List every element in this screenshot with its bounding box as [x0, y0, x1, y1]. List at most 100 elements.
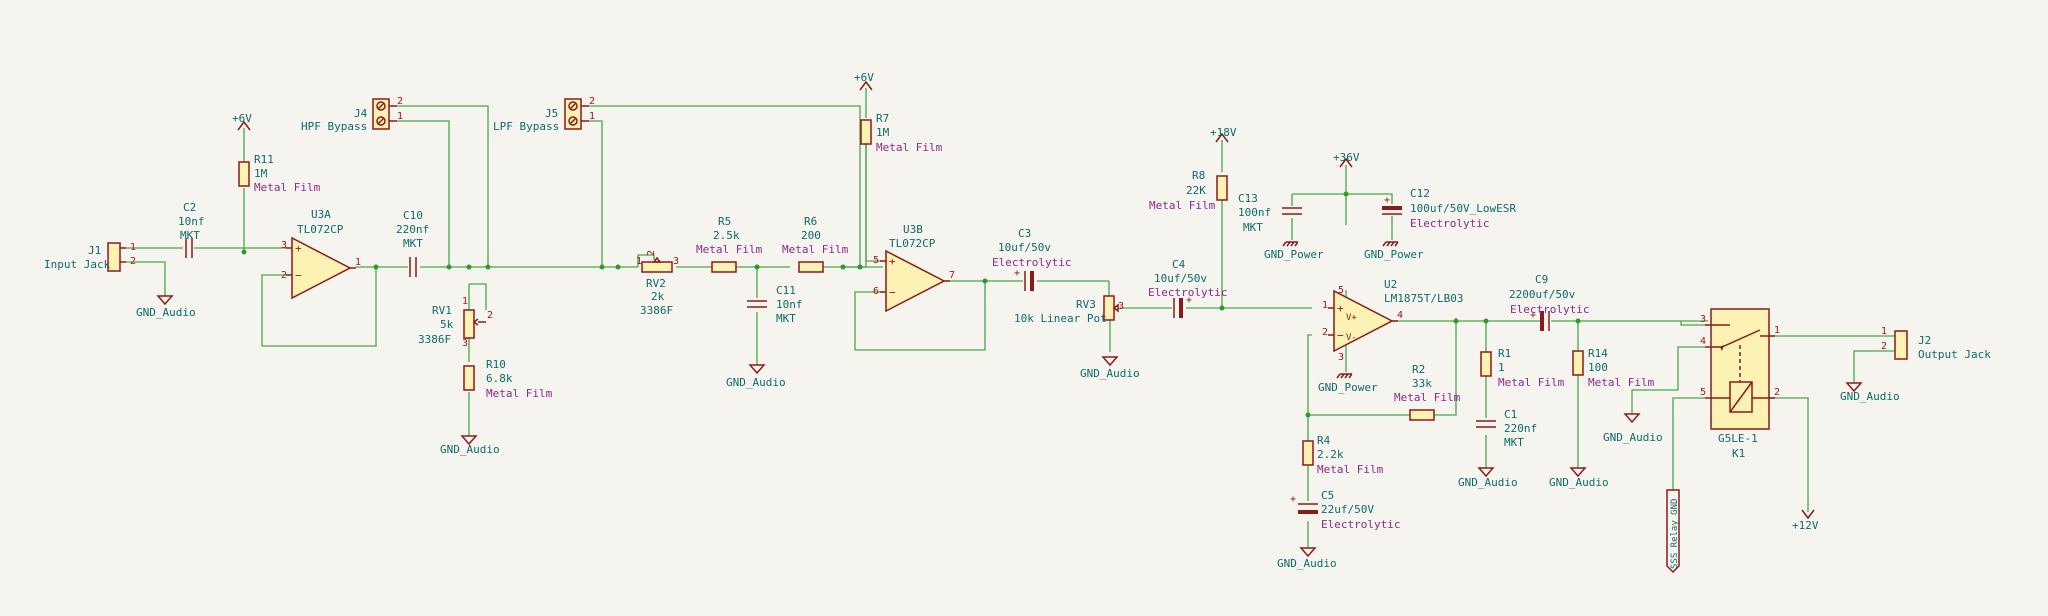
opamp-u3b[interactable]: + − U3B TL072CP 5 6 7 [873, 223, 955, 313]
gnd-audio-symbol: GND_Audio [1277, 547, 1337, 570]
resistor-r2[interactable]: R2 33k Metal Film [1394, 363, 1461, 421]
resistor-r4[interactable]: R4 2.2k Metal Film [1302, 434, 1384, 476]
j5-ref: J5 [545, 107, 558, 120]
resistor-r7[interactable]: R7 1M Metal Film [860, 112, 943, 154]
connector-j1[interactable]: J1 Input Jack 1 2 [44, 242, 136, 272]
capacitor-c5[interactable]: + C5 22uf/50V Electrolytic [1290, 489, 1400, 531]
relay-k1[interactable]: G5LE-1 K1 3 4 5 1 2 [1700, 308, 1780, 460]
r6-ref: R6 [804, 215, 817, 228]
pin-number: 1 [355, 257, 361, 268]
gnd-audio-symbol: GND_Audio [136, 295, 196, 319]
r14-value: 100 [1588, 361, 1608, 374]
junction [446, 264, 452, 270]
opamp-u3a[interactable]: + − U3A TL072CP 3 2 1 [281, 208, 361, 300]
net-label-sss-relay-gnd: SSS_Relay_GND [1666, 489, 1680, 574]
power-plus12v: +12V [1792, 509, 1819, 532]
pin-number: 2 [1322, 327, 1328, 338]
junction [615, 264, 621, 270]
capacitor-c10[interactable]: C10 220nf MKT [396, 209, 429, 277]
k1-ref: K1 [1732, 447, 1745, 460]
c5-footprint: Electrolytic [1321, 518, 1400, 531]
pin-number: 1 [1881, 326, 1887, 337]
pin-number: 2 [487, 310, 493, 321]
capacitor-c3[interactable]: + C3 10uf/50v Electrolytic [992, 227, 1071, 291]
u2-ref: U2 [1384, 278, 1397, 291]
u2-value: LM1875T/LB03 [1384, 292, 1463, 305]
j5-value: LPF Bypass [493, 120, 559, 133]
svg-text:+: + [295, 242, 302, 255]
gnd-audio-symbol: GND_Audio [1603, 413, 1663, 444]
svg-text:GND_Audio: GND_Audio [440, 443, 500, 456]
c2-value: 10nf [178, 215, 205, 228]
gnd-audio-symbol: GND_Audio [1549, 467, 1609, 489]
c5-ref: C5 [1321, 489, 1334, 502]
capacitor-c12[interactable]: + C12 100uf/50V_LowESR Electrolytic [1382, 187, 1516, 230]
gnd-audio-symbol: GND_Audio [1840, 382, 1900, 403]
svg-text:+: + [1530, 310, 1536, 321]
resistor-r10[interactable]: R10 6.8k Metal Film [463, 358, 553, 400]
connector-j2[interactable]: 1 2 J2 Output Jack [1881, 326, 1991, 361]
c9-footprint: Electrolytic [1510, 303, 1589, 316]
u3b-value: TL072CP [889, 237, 936, 250]
rv2-ref: RV2 [646, 277, 666, 290]
power-plus6v: +6V [854, 71, 874, 91]
c11-value: 10nf [776, 298, 803, 311]
r6-value: 200 [801, 229, 821, 242]
potentiometer-rv3[interactable]: RV3 10k Linear Pot 3 [1014, 295, 1124, 325]
resistor-r14[interactable]: R14 100 Metal Film [1572, 347, 1655, 389]
pin-number: 1 [636, 256, 642, 267]
svg-text:−: − [1337, 329, 1344, 342]
trimpot-rv1[interactable]: RV1 5k 3386F 1 2 3 [418, 296, 493, 349]
trimpot-rv2[interactable]: RV2 2k 3386F 1 2 3 [636, 250, 679, 317]
pin-number: 4 [1700, 336, 1706, 347]
c2-footprint: MKT [180, 229, 200, 242]
capacitor-c11[interactable]: C11 10nf MKT [747, 284, 803, 325]
power-amp-u2[interactable]: + − V+ V- U2 LM1875T/LB03 1 2 3 4 5 [1322, 278, 1463, 363]
junction [1343, 191, 1349, 197]
svg-text:V-: V- [1346, 333, 1357, 343]
capacitor-c2[interactable]: C2 10nf MKT [178, 201, 205, 258]
pin-number: 7 [949, 270, 955, 281]
junction [373, 264, 379, 270]
r11-footprint: Metal Film [254, 181, 321, 194]
capacitor-c9[interactable]: + C9 2200uf/50v Electrolytic [1509, 273, 1589, 331]
power-plus18v: +18V [1210, 126, 1237, 143]
capacitor-c13[interactable]: C13 100nf MKT [1238, 192, 1302, 234]
pin-number: 2 [589, 96, 595, 107]
r5-value: 2.5k [713, 229, 740, 242]
r7-ref: R7 [876, 112, 889, 125]
c4-ref: C4 [1172, 258, 1186, 271]
c10-value: 220nf [396, 223, 429, 236]
resistor-r6[interactable]: R6 200 Metal Film [782, 215, 849, 273]
capacitor-c1[interactable]: C1 220nf MKT [1476, 408, 1537, 449]
connector-j4[interactable]: J4 HPF Bypass 2 1 [301, 96, 403, 133]
gnd-power-symbol: GND_Power [1264, 241, 1324, 261]
connector-j5[interactable]: J5 LPF Bypass 2 1 [493, 96, 595, 133]
resistor-r11[interactable]: R11 1M Metal Film [238, 153, 321, 194]
c5-value: 22uf/50V [1321, 503, 1374, 516]
resistor-r8[interactable]: R8 22K Metal Film [1149, 169, 1228, 212]
r5-footprint: Metal Film [696, 243, 763, 256]
gnd-audio-symbol: GND_Audio [1080, 356, 1140, 380]
pin-number: 1 [589, 111, 595, 122]
junction [754, 264, 760, 270]
svg-text:+12V: +12V [1792, 519, 1819, 532]
c1-footprint: MKT [1504, 436, 1524, 449]
r14-footprint: Metal Film [1588, 376, 1655, 389]
c3-value: 10uf/50v [998, 241, 1051, 254]
resistor-r5[interactable]: R5 2.5k Metal Film [696, 215, 763, 273]
j2-ref: J2 [1918, 334, 1931, 347]
pin-number: 3 [1700, 314, 1706, 325]
pin-number: 1 [397, 111, 403, 122]
r14-ref: R14 [1588, 347, 1608, 360]
j4-value: HPF Bypass [301, 120, 367, 133]
c3-ref: C3 [1018, 227, 1031, 240]
pin-number: 1 [462, 296, 468, 307]
rv1-value: 5k [440, 318, 454, 331]
r8-value: 22K [1186, 184, 1206, 197]
svg-text:GND_Power: GND_Power [1264, 248, 1324, 261]
resistor-r1[interactable]: R1 1 Metal Film [1480, 347, 1565, 389]
capacitor-c4[interactable]: + C4 10uf/50v Electrolytic [1148, 258, 1227, 318]
j1-value: Input Jack [44, 258, 111, 271]
